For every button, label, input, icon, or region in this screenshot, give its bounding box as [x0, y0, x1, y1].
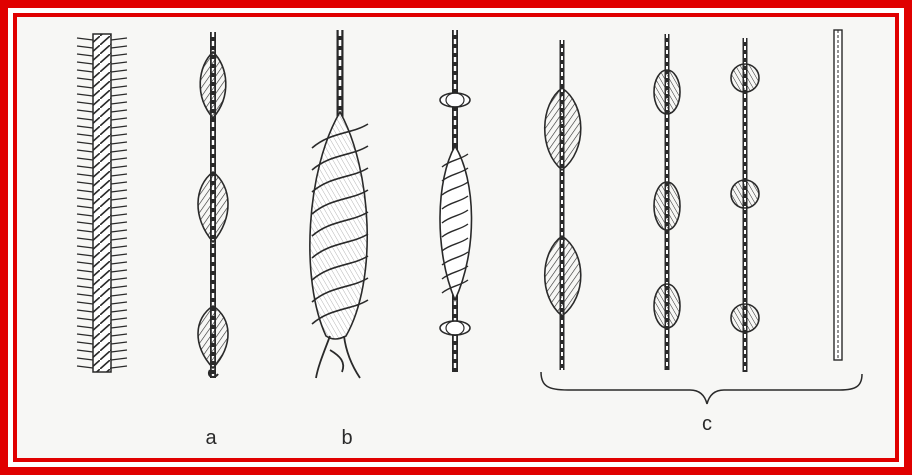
yarn-knot: [440, 30, 472, 372]
yarn-c3: [731, 38, 759, 372]
yarn-a: [198, 32, 228, 378]
yarn-c2: [654, 34, 680, 370]
label-c: c: [702, 413, 712, 435]
rope-fuzzy: [77, 34, 127, 372]
label-b: b: [341, 427, 352, 449]
label-a: a: [205, 427, 217, 449]
yarn-b: [310, 30, 368, 378]
yarn-c1: [545, 40, 581, 370]
yarn-c4: [834, 30, 842, 360]
brace-c: [541, 372, 862, 404]
